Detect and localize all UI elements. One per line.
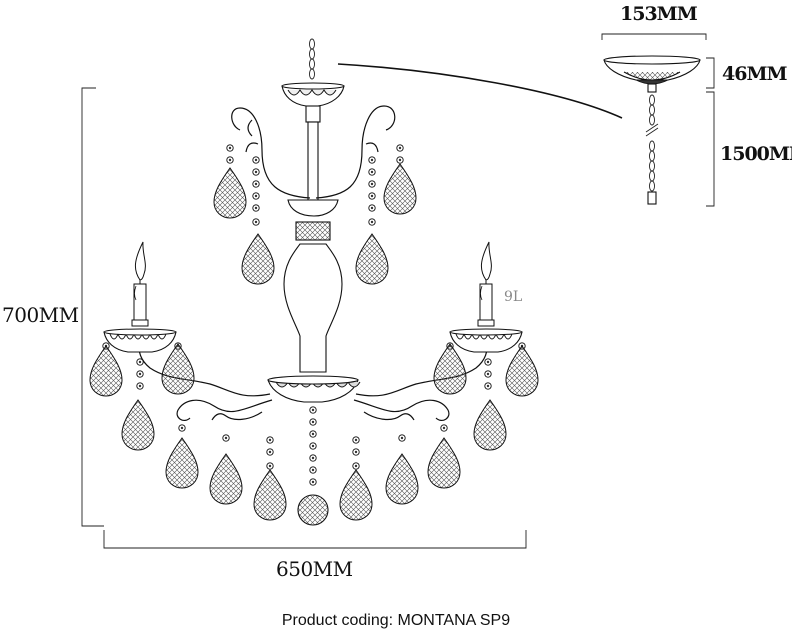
canopy-detail (603, 55, 701, 205)
dimension-lines (81, 33, 715, 549)
detail-leader-arc (337, 63, 623, 119)
upper-arms (231, 105, 396, 199)
chandelier (89, 38, 539, 526)
top-crown (281, 82, 345, 123)
canopy-width-label: 153MM (620, 3, 698, 25)
product-coding-caption: Product coding: MONTANA SP9 (281, 612, 511, 629)
center-ball-chain (297, 406, 329, 526)
canopy-height-label: 46MM (722, 63, 787, 85)
overall-height-label: 700MM (2, 303, 79, 327)
overall-width-label: 650MM (276, 557, 353, 581)
bulb-count-label: 9L (504, 289, 522, 305)
center-bowl (267, 375, 361, 403)
top-chain (309, 38, 315, 80)
chain-length-label: 1500MM (720, 143, 792, 165)
